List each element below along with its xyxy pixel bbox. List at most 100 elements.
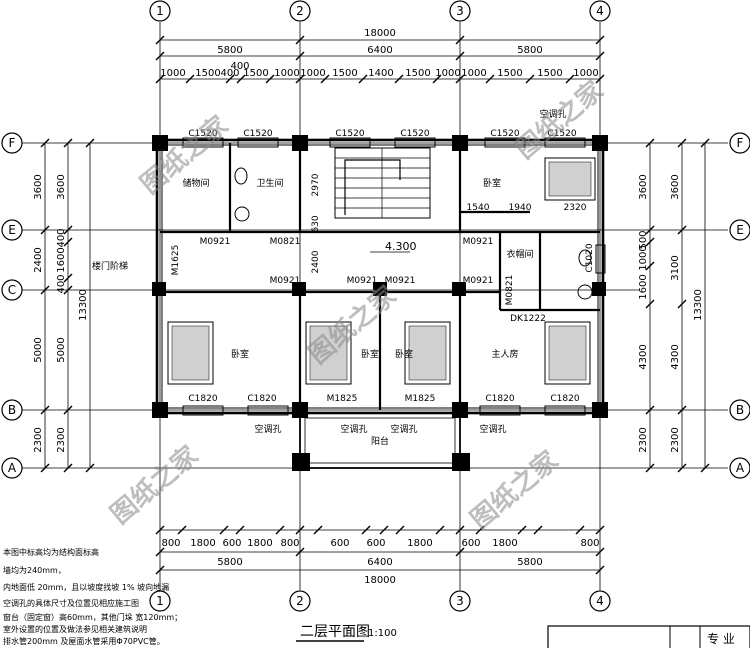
dim-bed-2320: 2320 <box>564 203 587 213</box>
dim-left-inner-6: 2300 <box>56 427 67 452</box>
dim-stair-height: 2970 <box>311 173 321 196</box>
dim-top-detail-8: 1400 <box>368 68 393 79</box>
door-label-1: M0921 <box>200 237 231 247</box>
ac-hole-label-5: 空调孔 <box>539 108 566 120</box>
window-label-top-5: C1520 <box>490 129 519 139</box>
door-label-3: M0921 <box>270 276 301 286</box>
dim-right-outer-3: 4300 <box>670 344 681 369</box>
note-6: 室外设置的位置及做法参见相关建筑说明 <box>3 624 147 634</box>
drawing-title: 二层平面图 <box>300 624 370 640</box>
dim-right-total: 13300 <box>693 289 704 321</box>
door-label-4: M0921 <box>347 276 378 286</box>
window-label-top-1: C1520 <box>188 129 217 139</box>
elevation-mark: 4.300 <box>385 240 417 253</box>
window-label-bottom-3: C1820 <box>485 394 514 404</box>
dim-bottom-detail-5: 800 <box>280 538 299 549</box>
dim-top-span-2: 6400 <box>367 45 392 56</box>
dim-right-inner-1: 3600 <box>670 174 681 199</box>
window-label-c1020: C1020 <box>585 243 595 272</box>
window-label-bottom-2: C1820 <box>247 394 276 404</box>
balcony <box>299 412 461 469</box>
axis-label-A-left: A <box>8 461 17 475</box>
room-master-bedroom: 主人房 <box>491 348 518 360</box>
ac-hole-label-4: 空调孔 <box>479 423 506 435</box>
room-bedroom-3: 卧室 <box>395 348 413 360</box>
dim-bottom-detail-10: 1800 <box>492 538 517 549</box>
bed-2 <box>305 321 352 385</box>
ac-hole-label-2: 空调孔 <box>340 423 367 435</box>
axis-label-4-bottom: 4 <box>596 594 604 608</box>
stair <box>334 147 431 219</box>
dim-left-inner-5: 5000 <box>56 337 67 362</box>
door-label-m1625: M1625 <box>171 245 181 276</box>
axis-label-C-left: C <box>8 283 16 297</box>
room-stair-landing: 楼门阶梯 <box>92 260 128 272</box>
window-label-top-4: C1520 <box>400 129 429 139</box>
dim-top-detail-2: 1500 <box>195 68 220 79</box>
axis-label-1-bottom: 1 <box>156 594 164 608</box>
dim-top-span-1: 5800 <box>217 45 242 56</box>
dim-left-inner-3: 1600 <box>56 247 67 272</box>
note-1: 本图中标高均为结构面标高 <box>3 547 99 557</box>
window-label-top-3: C1520 <box>335 129 364 139</box>
axis-label-B-right: B <box>736 403 744 417</box>
room-balcony: 阳台 <box>371 435 389 447</box>
dim-right-inner-5: 4300 <box>638 344 649 369</box>
dim-right-inner-6: 2300 <box>638 427 649 452</box>
note-7: 排水管200mm 及屋面水管采用Φ70PVC管。 <box>3 636 165 646</box>
dim-top-detail-1: 1000 <box>160 68 185 79</box>
axis-label-A-right: A <box>736 461 745 475</box>
dim-bottom-total: 18000 <box>364 575 396 586</box>
dim-bottom-detail-1: 800 <box>161 538 180 549</box>
dim-left-inner-2: 400 <box>56 228 67 247</box>
axis-label-1-top: 1 <box>156 4 164 18</box>
door-label-2: M0821 <box>270 237 301 247</box>
door-label-7: M0921 <box>463 237 494 247</box>
dim-top-detail-5: 1000 <box>274 68 299 79</box>
room-storage: 储物间 <box>182 177 209 189</box>
axis-label-2-bottom: 2 <box>296 594 304 608</box>
bed-1 <box>167 321 214 385</box>
dim-right-inner-4: 1600 <box>638 274 649 299</box>
dim-bottom-span-3: 5800 <box>517 557 542 568</box>
dim-bottom-detail-2: 1800 <box>190 538 215 549</box>
dim-right-inner-2: 500 <box>638 230 649 249</box>
room-bedroom-ne: 卧室 <box>483 177 501 189</box>
dim-left-total: 13300 <box>78 289 89 321</box>
dim-top-detail-4: 1500 <box>243 68 268 79</box>
door-label-m1825-1: M1825 <box>327 394 358 404</box>
watermark-3: 图纸之家 <box>303 280 403 371</box>
drawing-scale: 1:100 <box>368 628 397 639</box>
bed-ne <box>544 157 596 201</box>
ac-hole-label-3: 空调孔 <box>390 423 417 435</box>
dim-top-total: 18000 <box>364 28 396 39</box>
door-label-8: M0821 <box>505 275 515 306</box>
dim-bottom-detail-3: 600 <box>222 538 241 549</box>
door-label-5: M0921 <box>385 276 416 286</box>
dim-stair-gap: 630 <box>311 215 321 232</box>
dim-bottom-span-2: 6400 <box>367 557 392 568</box>
dim-top-detail-13: 1500 <box>537 68 562 79</box>
note-3: 内地面低 20mm，且以坡度找坡 1% 坡向地漏 <box>3 582 169 592</box>
title-block-label: 专 业 <box>707 631 735 646</box>
axis-label-E-right: E <box>736 223 744 237</box>
dim-top-detail-11: 1000 <box>461 68 486 79</box>
bed-4 <box>544 321 591 385</box>
title-block <box>547 625 750 648</box>
room-bedroom-1: 卧室 <box>231 348 249 360</box>
dim-top-detail-6: 1000 <box>300 68 325 79</box>
dim-bed-1540: 1540 <box>467 203 490 213</box>
axis-label-3-bottom: 3 <box>456 594 464 608</box>
dim-right-outer-2: 3100 <box>670 255 681 280</box>
room-toilet: 卫生间 <box>256 177 283 189</box>
axis-label-F-left: F <box>9 136 16 150</box>
dim-left-inner-4: 400 <box>56 274 67 293</box>
dim-left-outer-4: 2300 <box>33 427 44 452</box>
dim-top-detail-10: 1000 <box>435 68 460 79</box>
bed-3 <box>404 321 451 385</box>
dim-bottom-detail-7: 600 <box>366 538 385 549</box>
axis-label-3-top: 3 <box>456 4 464 18</box>
window-label-bottom-4: C1820 <box>550 394 579 404</box>
dim-right-inner-3: 1000 <box>638 245 649 270</box>
note-4: 空调孔的具体尺寸及位置见相应施工图 <box>3 598 139 608</box>
